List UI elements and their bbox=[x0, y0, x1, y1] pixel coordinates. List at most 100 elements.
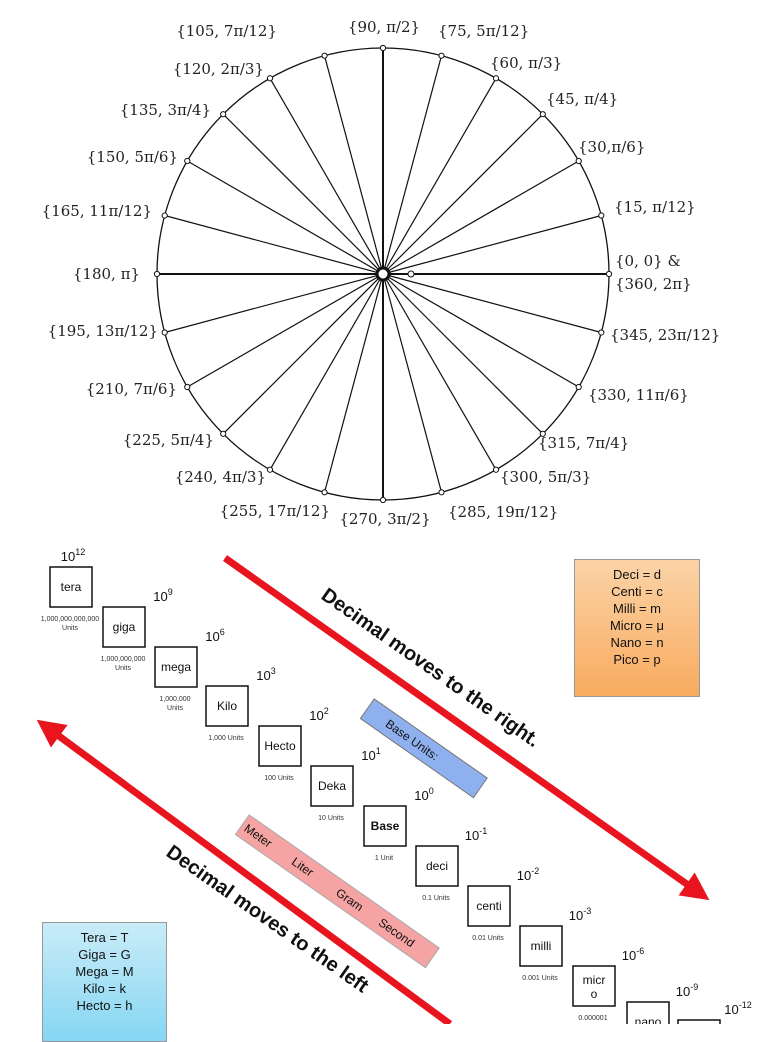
radius-line-135 bbox=[222, 113, 384, 275]
step-box-outline bbox=[415, 845, 459, 887]
right-arrow bbox=[222, 555, 710, 901]
step-box-outline bbox=[258, 725, 302, 767]
step-units: 0.000001 bbox=[578, 1015, 607, 1022]
step-units: 0.1 Units bbox=[422, 895, 450, 902]
step-name: tera bbox=[61, 580, 82, 594]
point-90 bbox=[379, 44, 387, 52]
radius-line-315 bbox=[382, 273, 544, 435]
angle-label-330: {330, 11π/6} bbox=[588, 386, 689, 404]
power-base: 10 bbox=[676, 984, 690, 999]
step-name: nano bbox=[635, 1015, 662, 1024]
power-base: 10 bbox=[361, 748, 375, 763]
prefix-pico: Pico = p bbox=[613, 652, 661, 667]
angle-label-165: {165, 11π/12} bbox=[42, 202, 152, 220]
radius-line-165 bbox=[164, 214, 384, 275]
prefix-hecto: Hecto = h bbox=[76, 998, 133, 1013]
step-power: 10-1 bbox=[465, 826, 487, 843]
step-power: 10-2 bbox=[517, 866, 539, 883]
power-exponent: 6 bbox=[220, 627, 225, 637]
step-box-outline bbox=[310, 765, 354, 807]
step-name: Base bbox=[371, 819, 400, 833]
unit-circle-diagram: {0, 0} &{360, 2π}{15, π/12}{30,π/6}{45, … bbox=[42, 18, 721, 528]
step-box-outline bbox=[626, 1001, 670, 1024]
power-base: 10 bbox=[61, 549, 75, 564]
point-60 bbox=[492, 75, 500, 82]
step-power: 10-9 bbox=[676, 982, 698, 999]
step-power: 10-12 bbox=[724, 1000, 751, 1017]
step-units: 10 Units bbox=[318, 815, 344, 822]
radius-line-225 bbox=[222, 273, 384, 435]
step-power: 102 bbox=[309, 706, 328, 723]
power-base: 10 bbox=[517, 868, 531, 883]
prefix-kilo: Kilo = k bbox=[83, 981, 126, 996]
power-exponent: 12 bbox=[75, 547, 85, 557]
power-exponent: -9 bbox=[690, 982, 698, 992]
radius-line-195 bbox=[164, 273, 384, 334]
radius-line-330 bbox=[382, 273, 580, 388]
step-units: 0.01 Units bbox=[472, 935, 504, 942]
radius-line-285 bbox=[382, 273, 443, 493]
step-nano: nano 10-9 bbox=[626, 982, 698, 1024]
small-prefix-legend: Deci = d Centi = c Milli = m Micro = μ N… bbox=[574, 559, 700, 697]
step-name: deci bbox=[426, 859, 448, 873]
step-units: 100 Units bbox=[264, 775, 294, 782]
prefix-nano: Nano = n bbox=[610, 635, 664, 650]
prefix-giga: Giga = G bbox=[78, 947, 131, 962]
power-exponent: -12 bbox=[739, 1000, 752, 1010]
radius-line-30 bbox=[382, 160, 580, 275]
point-180 bbox=[153, 270, 161, 278]
angle-label-300: {300, 5π/3} bbox=[500, 468, 591, 486]
prefix-mega: Mega = M bbox=[75, 964, 134, 979]
step-name-line2: o bbox=[591, 987, 598, 1001]
angle-label-105: {105, 7π/12} bbox=[176, 22, 277, 40]
angle-label-240: {240, 4π/3} bbox=[175, 468, 266, 486]
point-315 bbox=[539, 430, 546, 437]
step-units: 0.001 Units bbox=[522, 975, 558, 982]
angle-label-45: {45, π/4} bbox=[546, 90, 618, 108]
angle-label-270: {270, 3π/2} bbox=[339, 510, 430, 528]
step-power: 101 bbox=[361, 746, 380, 763]
angle-label-210: {210, 7π/6} bbox=[86, 380, 177, 398]
angle-label-135: {135, 3π/4} bbox=[120, 101, 211, 119]
step-Deka: Deka 101 10 Units bbox=[310, 746, 381, 822]
angle-label-15: {15, π/12} bbox=[614, 198, 696, 216]
step-name: centi bbox=[476, 899, 501, 913]
radius-line-60 bbox=[382, 77, 497, 275]
step-units: Units bbox=[115, 665, 131, 672]
angle-label-60: {60, π/3} bbox=[490, 54, 562, 72]
angle-label-345: {345, 23π/12} bbox=[610, 326, 720, 344]
power-base: 10 bbox=[569, 908, 583, 923]
radius-line-150 bbox=[186, 160, 384, 275]
power-base: 10 bbox=[465, 828, 479, 843]
radius-line-255 bbox=[323, 273, 384, 493]
point-75 bbox=[438, 52, 445, 59]
step-box-outline bbox=[519, 925, 563, 967]
decimal-left-text: Decimal moves to the left bbox=[162, 841, 372, 998]
angle-label-90: {90, π/2} bbox=[348, 18, 420, 36]
step-power: 100 bbox=[414, 786, 433, 803]
step-power: 106 bbox=[205, 627, 224, 644]
point-15 bbox=[598, 212, 605, 219]
step-name: micr bbox=[583, 973, 606, 987]
radius-line-105 bbox=[323, 55, 384, 275]
step-box-outline bbox=[467, 885, 511, 927]
step-name: Deka bbox=[318, 779, 346, 793]
point-210 bbox=[184, 383, 191, 391]
angle-label-225: {225, 5π/4} bbox=[123, 431, 214, 449]
step-power: 1012 bbox=[61, 547, 85, 564]
point-150 bbox=[184, 157, 191, 165]
step-pico: 10-12 bbox=[677, 1000, 752, 1024]
base-units-box bbox=[359, 698, 488, 799]
angle-label-180: {180, π} bbox=[73, 265, 140, 283]
power-exponent: 0 bbox=[429, 786, 434, 796]
step-units: 1,000 Units bbox=[208, 735, 244, 742]
radius-line-15 bbox=[382, 214, 602, 275]
power-base: 10 bbox=[622, 948, 636, 963]
point-135 bbox=[220, 111, 227, 118]
